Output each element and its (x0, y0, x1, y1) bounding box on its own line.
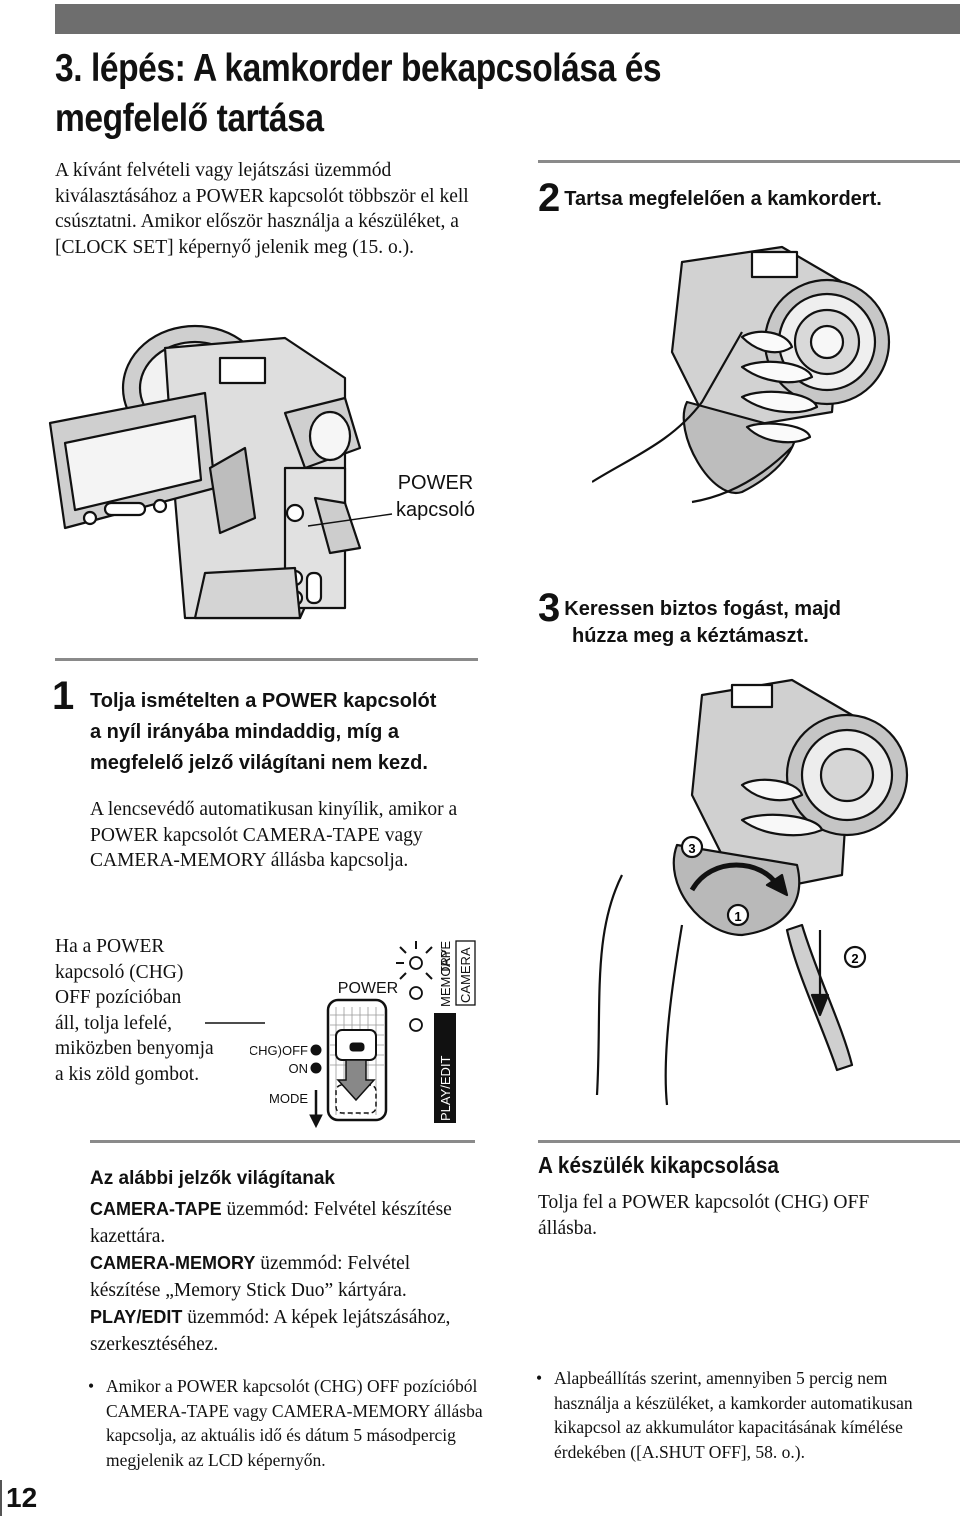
indicator-item: PLAY/EDIT üzemmód: A képek lejátszásához… (90, 1307, 451, 1355)
power-off-rule (538, 1140, 960, 1143)
step2-text: Tartsa megfelelően a kamkordert. (564, 188, 882, 210)
switch-label-play-edit: PLAY/EDIT (438, 1055, 453, 1121)
power-switch-callout: POWER kapcsoló (396, 472, 475, 521)
power-off-text: Tolja fel a POWER kapcsolót (CHG) OFF ál… (538, 1192, 870, 1239)
hand-holding-camcorder-illustration (592, 245, 891, 504)
step2-heading: 2 Tartsa megfelelően a kamkordert. (538, 178, 882, 218)
indicators-bullet: Amikor a POWER kapcsolót (CHG) OFF pozíc… (88, 1374, 496, 1472)
page-number: 12 (6, 1482, 38, 1513)
page-number-bar (0, 1480, 2, 1516)
step2-number: 2 (538, 176, 561, 220)
switch-label-camera: CAMERA (458, 947, 473, 1003)
switch-label-chg-off: (CHG)OFF (250, 1043, 308, 1058)
switch-label-tape: TAPE (438, 941, 453, 974)
step3-number: 3 (538, 586, 561, 630)
power-callout-line (307, 513, 393, 527)
indicators-rule (90, 1140, 475, 1143)
chg-note: Ha a POWER kapcsoló (CHG) OFF pozícióban… (55, 936, 214, 1085)
intro-text: A kívánt felvételi vagy lejátszási üzemm… (55, 160, 469, 258)
switch-label-on: ON (289, 1061, 309, 1076)
switch-label-mode: MODE (269, 1091, 308, 1106)
strap-marker-2: 2 (851, 951, 858, 966)
step3-text-line2: húzza meg a kéztámaszt. (572, 625, 809, 647)
step1-text: Tolja ismételten a POWER kapcsolót a nyí… (90, 690, 437, 774)
camcorder-lcd-open-illustration (48, 324, 362, 620)
power-off-bullet: Alapbeállítás szerint, amennyiben 5 perc… (536, 1366, 924, 1464)
hand-strap-illustration: 3 1 2 (595, 678, 909, 1106)
strap-marker-1: 1 (734, 909, 741, 924)
step2-rule (538, 160, 960, 163)
indicators-heading: Az alábbi jelzők világítanak (90, 1168, 335, 1189)
switch-label-memory: MEMORY (438, 948, 453, 1007)
chg-note-pointer-line (205, 1022, 265, 1024)
page-title: 3. lépés: A kamkorder bekapcsolása és me… (55, 47, 662, 140)
strap-marker-3: 3 (688, 841, 695, 856)
indicators-list: CAMERA-TAPE üzemmód: Felvétel készítése … (90, 1196, 470, 1358)
indicator-item: CAMERA-TAPE üzemmód: Felvétel készítése … (90, 1199, 452, 1247)
step1-number: 1 (52, 674, 75, 718)
step1-rule (55, 658, 478, 661)
indicator-item: CAMERA-MEMORY üzemmód: Felvétel készítés… (90, 1253, 411, 1301)
power-off-title: A készülék kikapcsolása (538, 1152, 779, 1178)
step1-note: A lencsevédő automatikusan kinyílik, ami… (90, 799, 458, 871)
step3-heading: 3 Keressen biztos fogást, majd (538, 586, 841, 630)
switch-label-power: POWER (338, 980, 398, 997)
header-bar (55, 4, 960, 34)
power-switch-diagram: POWER (CHG)OFF ON MODE PLAY/EDIT MEMORY … (250, 940, 476, 1129)
